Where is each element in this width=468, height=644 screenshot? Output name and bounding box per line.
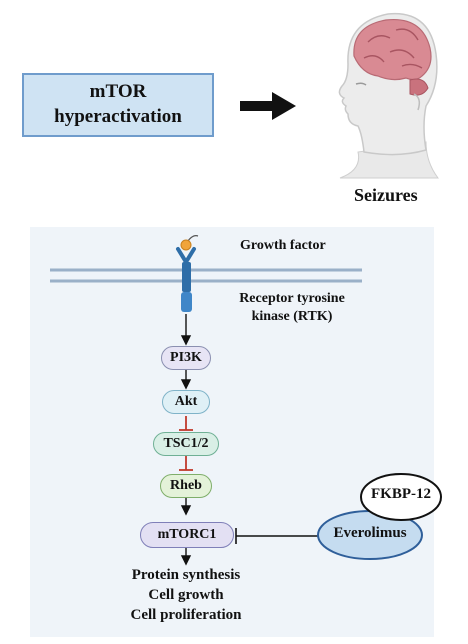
inhibit-tsc-rheb xyxy=(179,456,193,471)
node-rheb: Rheb xyxy=(160,474,212,498)
inhibit-akt-tsc xyxy=(179,416,193,431)
fkbp12-ellipse xyxy=(360,473,442,521)
mtorc1-outputs: Protein synthesis Cell growth Cell proli… xyxy=(96,566,276,626)
arrow-head-1 xyxy=(180,335,192,346)
seizures-label: Seizures xyxy=(354,185,418,205)
head-brain-icon xyxy=(338,12,439,179)
node-tsc12: TSC1/2 xyxy=(153,432,219,456)
arrow-head-4 xyxy=(180,555,192,566)
mtor-hyperactivation-box: mTOR hyperactivation xyxy=(22,73,214,137)
growth-factor-label: Growth factor xyxy=(240,238,326,253)
rtk-label: Receptor tyrosine kinase (RTK) xyxy=(212,290,372,326)
rtk-label-line-1: Receptor tyrosine xyxy=(239,291,345,306)
fkbp12-label: FKBP-12 xyxy=(371,486,431,502)
rtk-label-line-2: kinase (RTK) xyxy=(251,309,333,325)
output-protein-synthesis: Protein synthesis xyxy=(131,567,241,583)
arrow-head-3 xyxy=(180,505,192,516)
output-cell-proliferation: Cell proliferation xyxy=(130,606,242,623)
arrow-head-2 xyxy=(180,379,192,390)
output-cell-growth: Cell growth xyxy=(148,586,224,603)
right-arrow-icon xyxy=(240,92,296,120)
everolimus-label: Everolimus xyxy=(333,525,407,541)
growth-factor-icon xyxy=(180,235,199,251)
pathway-panel xyxy=(30,227,434,637)
node-pi3k: PI3K xyxy=(161,346,211,370)
node-akt: Akt xyxy=(162,390,210,414)
node-mtorc1: mTORC1 xyxy=(140,522,234,548)
inhibit-everolimus-mtorc1 xyxy=(235,528,322,544)
box-line-1: mTOR xyxy=(89,81,147,103)
box-line-2: hyperactivation xyxy=(54,106,182,127)
receptor-icon xyxy=(176,247,196,312)
